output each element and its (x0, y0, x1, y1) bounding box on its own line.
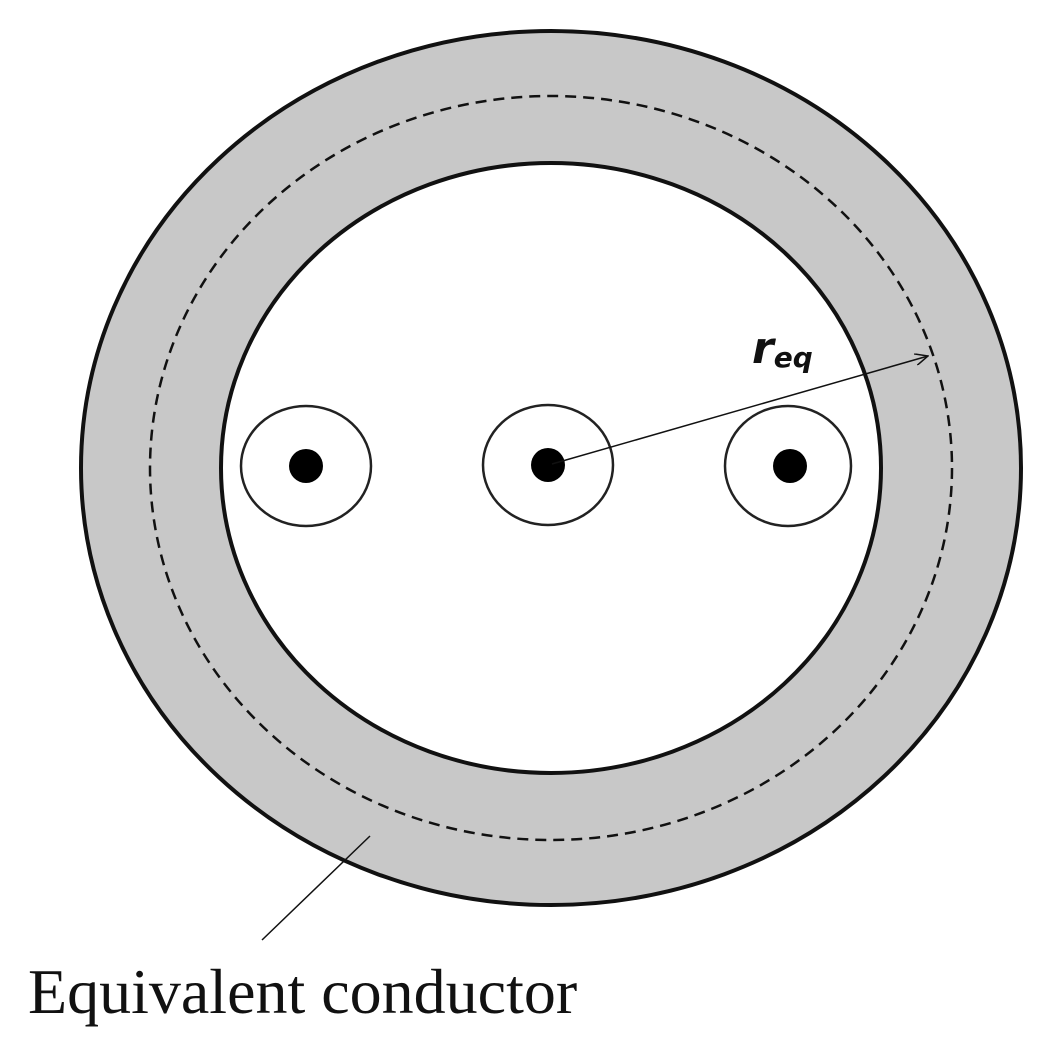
left-conductor-insulation (239, 404, 373, 528)
radius-subscript: eq (774, 341, 813, 374)
equivalent-radius-circle (148, 94, 954, 842)
center-conductor (481, 403, 615, 527)
radius-symbol: r (752, 323, 776, 374)
caption-label: Equivalent conductor (28, 956, 578, 1027)
radius-arrow (551, 356, 928, 465)
left-conductor (239, 404, 373, 528)
center-conductor-core (531, 448, 565, 482)
right-conductor-core (773, 449, 807, 483)
left-conductor-core (289, 449, 323, 483)
caption-leader-line (261, 835, 371, 941)
right-conductor (723, 404, 853, 528)
radius-label: req (752, 323, 813, 374)
right-conductor-insulation (723, 404, 853, 528)
center-conductor-insulation (481, 403, 615, 527)
